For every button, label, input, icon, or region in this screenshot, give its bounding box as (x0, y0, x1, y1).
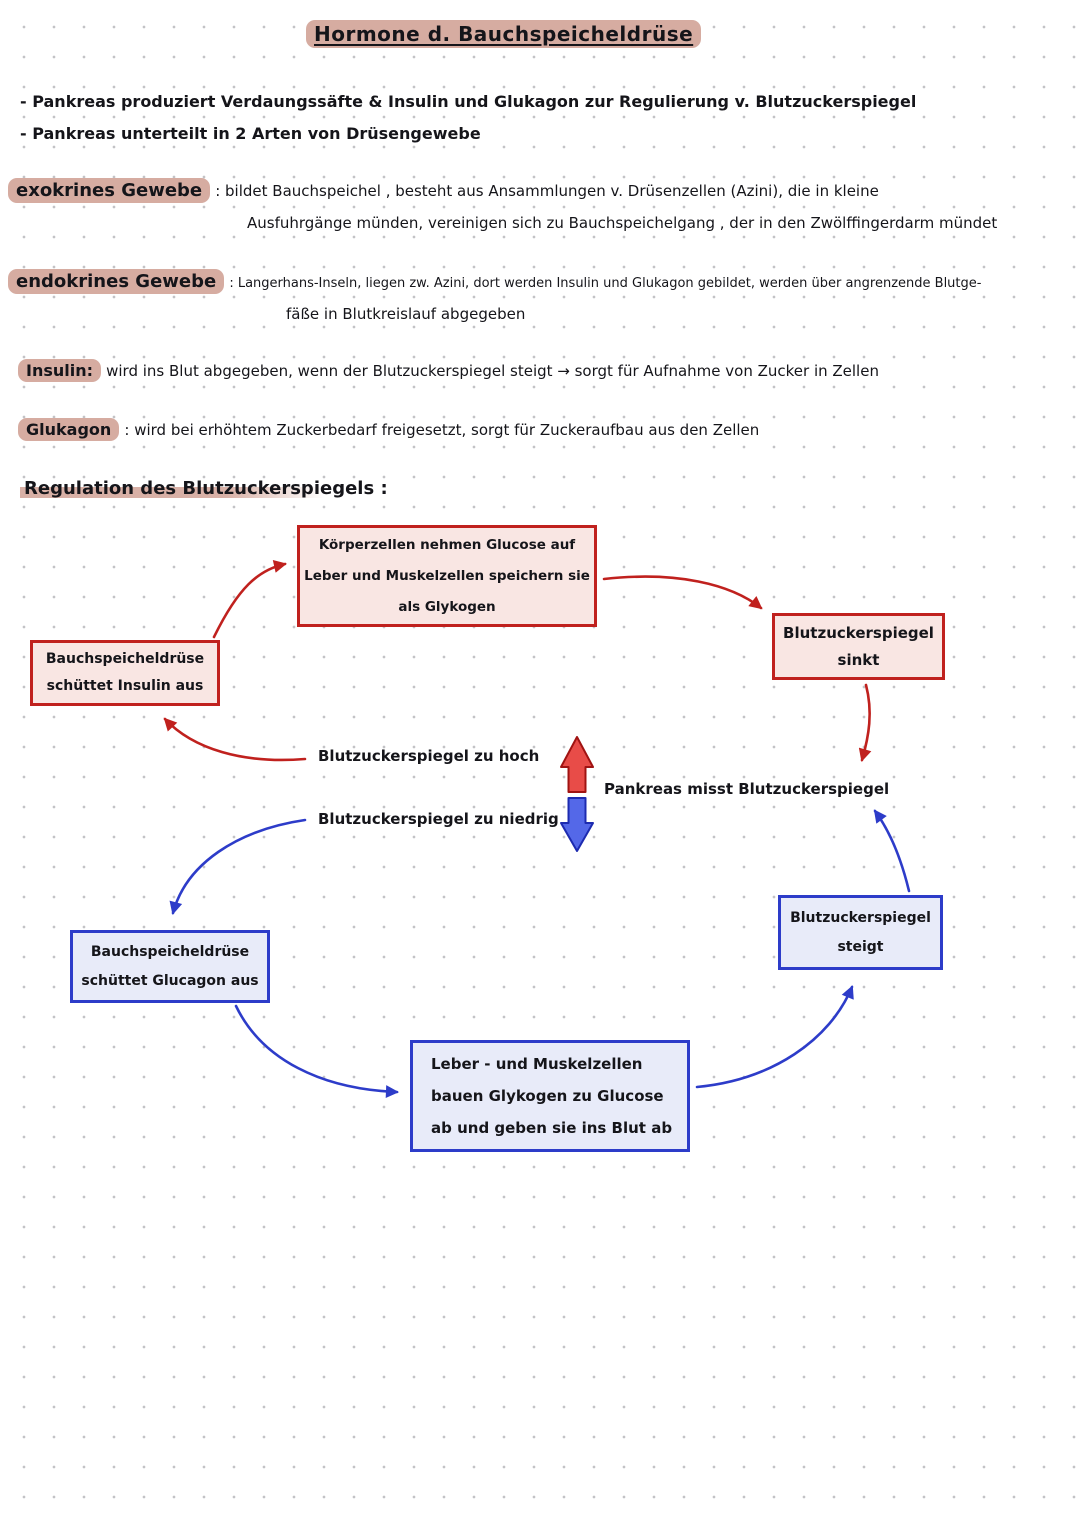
arrow-insulin-to-koerperzellen (212, 560, 287, 639)
box-pankreas-glucagon: Bauchspeicheldrüse schüttet Glucagon aus (70, 930, 270, 1003)
box-glucagon-line1: Bauchspeicheldrüse (90, 943, 250, 960)
glukagon-line: Glukagon : wird bei erhöhtem Zuckerbedar… (18, 418, 760, 441)
exokrin-text-1: : bildet Bauchspeichel , besteht aus Ans… (215, 182, 879, 200)
exokrin-line-2: Ausfuhrgänge münden, vereinigen sich zu … (247, 214, 998, 232)
box-insulin-line1: Bauchspeicheldrüse (45, 651, 205, 667)
glukagon-text: : wird bei erhöhtem Zuckerbedarf freiges… (124, 421, 760, 439)
endokrin-text-1: : Langerhans-Inseln, liegen zw. Azini, d… (229, 276, 982, 291)
endokrin-term: endokrines Gewebe (8, 269, 225, 294)
exokrin-term: exokrines Gewebe (8, 178, 211, 203)
box-leber-line3: ab und geben sie ins Blut ab (431, 1119, 673, 1137)
box-pankreas-insulin: Bauchspeicheldrüse schüttet Insulin aus (30, 640, 220, 706)
arrow-steigt-to-misst (873, 809, 911, 893)
block-arrow-up-icon (560, 736, 594, 793)
insulin-term: Insulin: (18, 359, 102, 382)
block-arrow-down-icon (560, 797, 594, 852)
arrow-glucagon-to-leber (234, 1004, 399, 1099)
label-pankreas-misst: Pankreas misst Blutzuckerspiegel (604, 780, 890, 798)
page-title: Hormone d. Bauchspeicheldrüse (306, 20, 702, 48)
page-title-wrap: Hormone d. Bauchspeicheldrüse (306, 20, 702, 48)
regulation-heading-wrap: Regulation des Blutzuckerspiegels : (20, 478, 392, 499)
box-blutzucker-steigt: Blutzuckerspiegel steigt (778, 895, 943, 970)
box-steigt-line2: steigt (837, 938, 884, 955)
box-koerperzellen-line3: als Glykogen (398, 598, 496, 615)
box-leber-line2: bauen Glykogen zu Glucose (431, 1087, 664, 1105)
box-koerperzellen-line1: Körperzellen nehmen Glucose auf (318, 536, 576, 553)
arrow-sinkt-to-misst (858, 683, 872, 762)
arrow-koerperzellen-to-sinkt (602, 575, 763, 610)
label-zu-niedrig: Blutzuckerspiegel zu niedrig (318, 810, 559, 828)
insulin-text: wird ins Blut abgegeben, wenn der Blutzu… (106, 362, 879, 380)
box-leber-muskelzellen: Leber - und Muskelzellen bauen Glykogen … (410, 1040, 690, 1152)
box-koerperzellen: Körperzellen nehmen Glucose auf Leber un… (297, 525, 597, 627)
arrow-leber-to-steigt (695, 985, 854, 1089)
bullet-line-2: - Pankreas unterteilt in 2 Arten von Drü… (20, 124, 481, 143)
endokrin-line-1: endokrines Gewebe : Langerhans-Inseln, l… (8, 269, 982, 294)
box-steigt-line1: Blutzuckerspiegel (790, 909, 931, 926)
box-insulin-line2: schüttet Insulin aus (46, 678, 204, 694)
insulin-line: Insulin: wird ins Blut abgegeben, wenn d… (18, 359, 879, 382)
exokrin-line-1: exokrines Gewebe : bildet Bauchspeichel … (8, 178, 879, 203)
box-blutzucker-sinkt: Blutzuckerspiegel sinkt (772, 613, 945, 680)
box-glucagon-line2: schüttet Glucagon aus (81, 972, 259, 989)
label-zu-hoch: Blutzuckerspiegel zu hoch (318, 747, 540, 765)
arrow-zu-niedrig-to-glucagonbox (169, 818, 307, 915)
endokrin-line-2: fäße in Blutkreislauf abgegeben (286, 305, 526, 323)
bullet-line-1: - Pankreas produziert Verdaungssäfte & I… (20, 92, 917, 111)
box-sinkt-line1: Blutzuckerspiegel (783, 623, 934, 642)
glukagon-term: Glukagon (18, 418, 120, 441)
arrow-zu-hoch-to-insulinbox (163, 717, 307, 762)
box-leber-line1: Leber - und Muskelzellen (431, 1055, 643, 1073)
regulation-heading: Regulation des Blutzuckerspiegels : (20, 478, 392, 499)
box-koerperzellen-line2: Leber und Muskelzellen speichern sie (304, 567, 590, 584)
box-sinkt-line2: sinkt (837, 650, 880, 669)
